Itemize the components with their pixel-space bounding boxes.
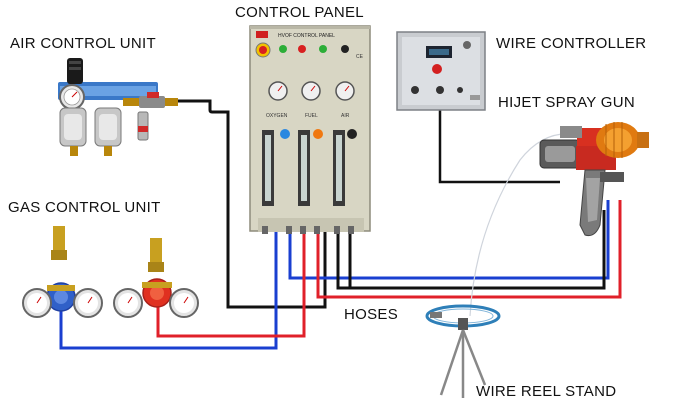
air-control-unit (58, 58, 178, 156)
controller-stop-icon (432, 64, 442, 74)
wire-reel-stand (425, 304, 501, 398)
flowmeter-oxygen-icon (262, 130, 274, 206)
label-hoses: HOSES (344, 306, 399, 323)
black-switch-icon (341, 45, 349, 53)
panel-brand-text: HVOF CONTROL PANEL (278, 33, 335, 39)
gauge-label-fuel: FUEL (305, 113, 318, 119)
gauge-label-oxygen: OXYGEN (266, 113, 288, 119)
control-panel: HVOF CONTROL PANEL CE OXYGEN F (249, 25, 371, 234)
controller-knob-icon (411, 86, 419, 94)
air-valve-icon (147, 92, 159, 98)
green-lamp-icon-2 (319, 45, 327, 53)
gas-control-unit (22, 226, 199, 318)
label-wire-controller: WIRE CONTROLLER (496, 35, 647, 52)
oxygen-gauge-icon (268, 81, 288, 101)
fuel-gauge-icon (301, 81, 321, 101)
air-knob-icon (347, 129, 357, 139)
label-control-panel: CONTROL PANEL (235, 4, 364, 21)
svg-text:CE: CE (356, 54, 364, 60)
fuel-regulator (113, 238, 199, 318)
label-air-control-unit: AIR CONTROL UNIT (10, 35, 156, 52)
flowmeter-air-icon (333, 130, 345, 206)
regulator-knob-icon (67, 58, 83, 84)
hose-black-air (178, 99, 327, 309)
label-wire-reel-stand: WIRE REEL STAND (476, 383, 617, 400)
hose-black-controller (438, 110, 560, 184)
wire-feed-line (469, 133, 581, 317)
green-lamp-icon (279, 45, 287, 53)
wire-controller (396, 31, 486, 111)
hose-black-gun (336, 210, 606, 290)
gauge-label-air: AIR (341, 113, 350, 119)
hose-red-fuel (156, 200, 622, 338)
hose-blue-oxygen (59, 200, 610, 350)
hijet-spray-gun (539, 122, 649, 236)
air-gauge-panel-icon (335, 81, 355, 101)
label-hijet-spray-gun: HIJET SPRAY GUN (498, 94, 636, 111)
oxygen-regulator (22, 226, 103, 318)
red-lamp-icon (298, 45, 306, 53)
flowmeter-fuel-icon (298, 130, 310, 206)
fuel-knob-icon (313, 129, 323, 139)
label-gas-control-unit: GAS CONTROL UNIT (8, 199, 161, 216)
oxygen-knob-icon (280, 129, 290, 139)
